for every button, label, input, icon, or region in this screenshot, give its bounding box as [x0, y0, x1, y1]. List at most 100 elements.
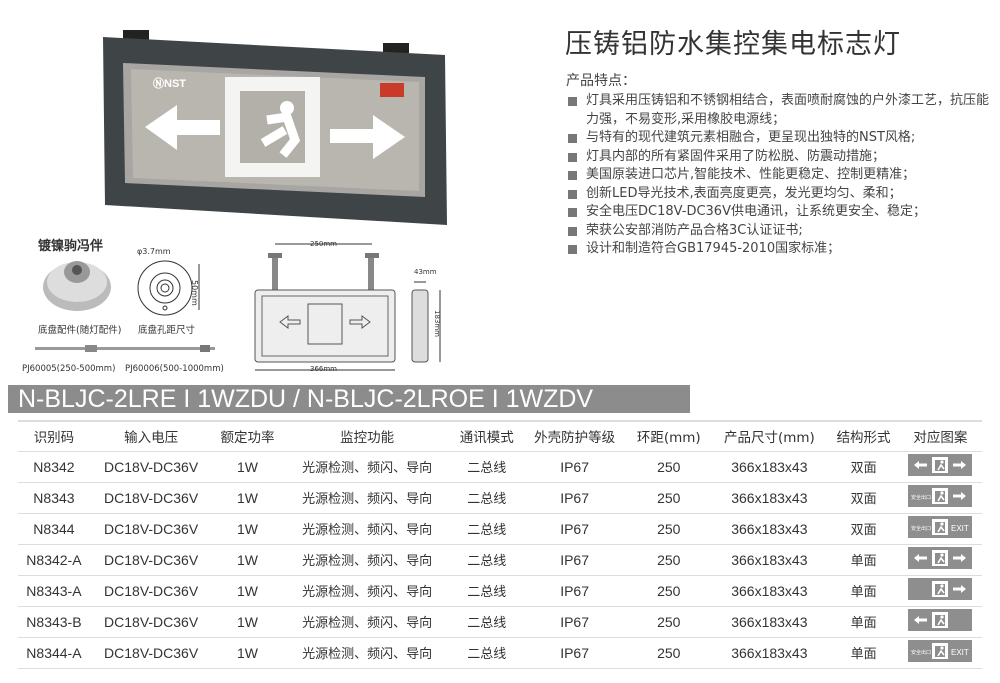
- table-cell: 光源检测、频闪、导向: [282, 482, 452, 514]
- base-label: 底盘配件(随灯配件): [38, 325, 122, 336]
- table-cell: N8343-A: [18, 575, 90, 607]
- table-cell: 250: [627, 451, 711, 483]
- table-cell: IP67: [521, 451, 628, 483]
- table-cell: N8342-A: [18, 544, 90, 576]
- table-cell: 1W: [212, 451, 283, 483]
- table-cell: 250: [627, 637, 711, 669]
- table-cell: 双面: [828, 482, 899, 514]
- text-exit-sign-icon: 安全出口 EXIT: [898, 637, 982, 669]
- feature-item: 设计和制造符合GB17945-2010国家标准；: [566, 240, 996, 259]
- both-arrows-sign-icon: [898, 544, 982, 576]
- base-plate-image: [43, 261, 111, 311]
- svg-text:安全出口: 安全出口: [911, 494, 931, 501]
- table-cell: N8343-B: [18, 606, 90, 638]
- column-header: 额定功率: [212, 421, 283, 452]
- table-cell: 250: [627, 575, 711, 607]
- model-title-bar: N-BLJC-2LRE I 1WZDU / N-BLJC-2LROE I 1WZ…: [8, 385, 690, 413]
- table-cell: IP67: [521, 637, 628, 669]
- table-cell: DC18V-DC36V: [89, 544, 213, 576]
- table-cell: 二总线: [451, 451, 522, 483]
- left-arrow-sign-icon: [898, 606, 982, 638]
- page-title: 压铸铝防水集控集电标志灯: [565, 29, 901, 60]
- table-cell: 二总线: [451, 606, 522, 638]
- svg-text:安全出口: 安全出口: [911, 649, 931, 656]
- hole-spacing-label: 50mm: [190, 280, 199, 306]
- svg-text:EXIT: EXIT: [951, 648, 969, 657]
- height-label: 183mm: [433, 310, 441, 337]
- table-cell: 366x183x43: [710, 513, 829, 545]
- table-cell: N8343: [18, 482, 90, 514]
- column-header: 结构形式: [828, 421, 899, 452]
- table-cell: 1W: [212, 482, 283, 514]
- table-cell: IP67: [521, 606, 628, 638]
- product-photo: ⓃNST: [103, 30, 447, 225]
- table-cell: DC18V-DC36V: [89, 482, 213, 514]
- table-cell: IP67: [521, 513, 628, 545]
- both-arrows-sign-icon: [898, 451, 982, 483]
- table-cell: 二总线: [451, 637, 522, 669]
- column-header: 监控功能: [282, 421, 452, 452]
- table-cell: 1W: [212, 513, 283, 545]
- feature-item: 创新LED导光技术,表面亮度更亮，发光更均匀、柔和；: [566, 185, 996, 204]
- svg-text:EXIT: EXIT: [951, 524, 969, 533]
- table-cell: 光源检测、频闪、导向: [282, 637, 452, 669]
- table-cell: 光源检测、频闪、导向: [282, 451, 452, 483]
- table-cell: 250: [627, 544, 711, 576]
- nst-logo: ⓃNST: [153, 76, 186, 90]
- hole-label: 底盘孔距尺寸: [138, 325, 196, 336]
- column-header: 对应图案: [898, 421, 982, 452]
- table-cell: IP67: [521, 575, 628, 607]
- table-cell: 单面: [828, 575, 899, 607]
- rod-image: [35, 345, 215, 352]
- table-cell: 单面: [828, 544, 899, 576]
- table-cell: 1W: [212, 575, 283, 607]
- dimension-drawing: [254, 243, 441, 371]
- column-header: 通讯模式: [451, 421, 522, 452]
- table-cell: 二总线: [451, 513, 522, 545]
- column-header: 环距(mm): [627, 421, 711, 452]
- table-cell: DC18V-DC36V: [89, 606, 213, 638]
- table-cell: 单面: [828, 606, 899, 638]
- features-heading: 产品特点：: [566, 73, 636, 89]
- table-cell: 二总线: [451, 575, 522, 607]
- table-cell: DC18V-DC36V: [89, 451, 213, 483]
- column-header: 输入电压: [89, 421, 213, 452]
- svg-text:安全出口: 安全出口: [911, 525, 931, 532]
- feature-item: 安全电压DC18V-DC36V供电通讯，让系统更安全、稳定；: [566, 203, 996, 222]
- column-header: 识别码: [18, 421, 90, 452]
- feature-item: 与特有的现代建筑元素相融合，更呈现出独特的NST风格;: [566, 129, 996, 148]
- table-cell: IP67: [521, 544, 628, 576]
- table-cell: 二总线: [451, 544, 522, 576]
- table-cell: DC18V-DC36V: [89, 513, 213, 545]
- table-cell: 光源检测、频闪、导向: [282, 606, 452, 638]
- table-cell: N8342: [18, 451, 90, 483]
- table-cell: DC18V-DC36V: [89, 575, 213, 607]
- text-exit-sign-icon: 安全出口 EXIT: [898, 513, 982, 545]
- feature-item: 美国原装进口芯片,智能技术、性能更稳定、控制更精准；: [566, 166, 996, 185]
- feature-item: 灯具采用压铸铝和不锈钢相结合，表面喷耐腐蚀的户外漆工艺，抗压能力强，不易变形,采…: [566, 92, 996, 129]
- right-arrow-sign-icon: [898, 575, 982, 607]
- table-cell: 250: [627, 513, 711, 545]
- table-cell: 366x183x43: [710, 575, 829, 607]
- table-cell: 单面: [828, 637, 899, 669]
- table-cell: 250: [627, 606, 711, 638]
- table-cell: 双面: [828, 451, 899, 483]
- column-header: 外壳防护等级: [521, 421, 628, 452]
- table-cell: 1W: [212, 544, 283, 576]
- table-cell: 1W: [212, 606, 283, 638]
- accessories-heading: 镀镍驹冯伴: [38, 239, 104, 254]
- rod1-label: PJ60005(250-500mm): [22, 364, 116, 374]
- table-cell: DC18V-DC36V: [89, 637, 213, 669]
- feature-item: 荣获公安部消防产品合格3C认证证书;: [566, 222, 996, 241]
- table-cell: 光源检测、频闪、导向: [282, 544, 452, 576]
- table-cell: 366x183x43: [710, 544, 829, 576]
- rod2-label: PJ60006(500-1000mm): [125, 364, 224, 374]
- spec-table: 识别码输入电压额定功率监控功能通讯模式外壳防护等级环距(mm)产品尺寸(mm)结…: [18, 420, 982, 669]
- table-cell: 光源检测、频闪、导向: [282, 513, 452, 545]
- text-right-arrow-sign-icon: 安全出口: [898, 482, 982, 514]
- table-cell: IP67: [521, 482, 628, 514]
